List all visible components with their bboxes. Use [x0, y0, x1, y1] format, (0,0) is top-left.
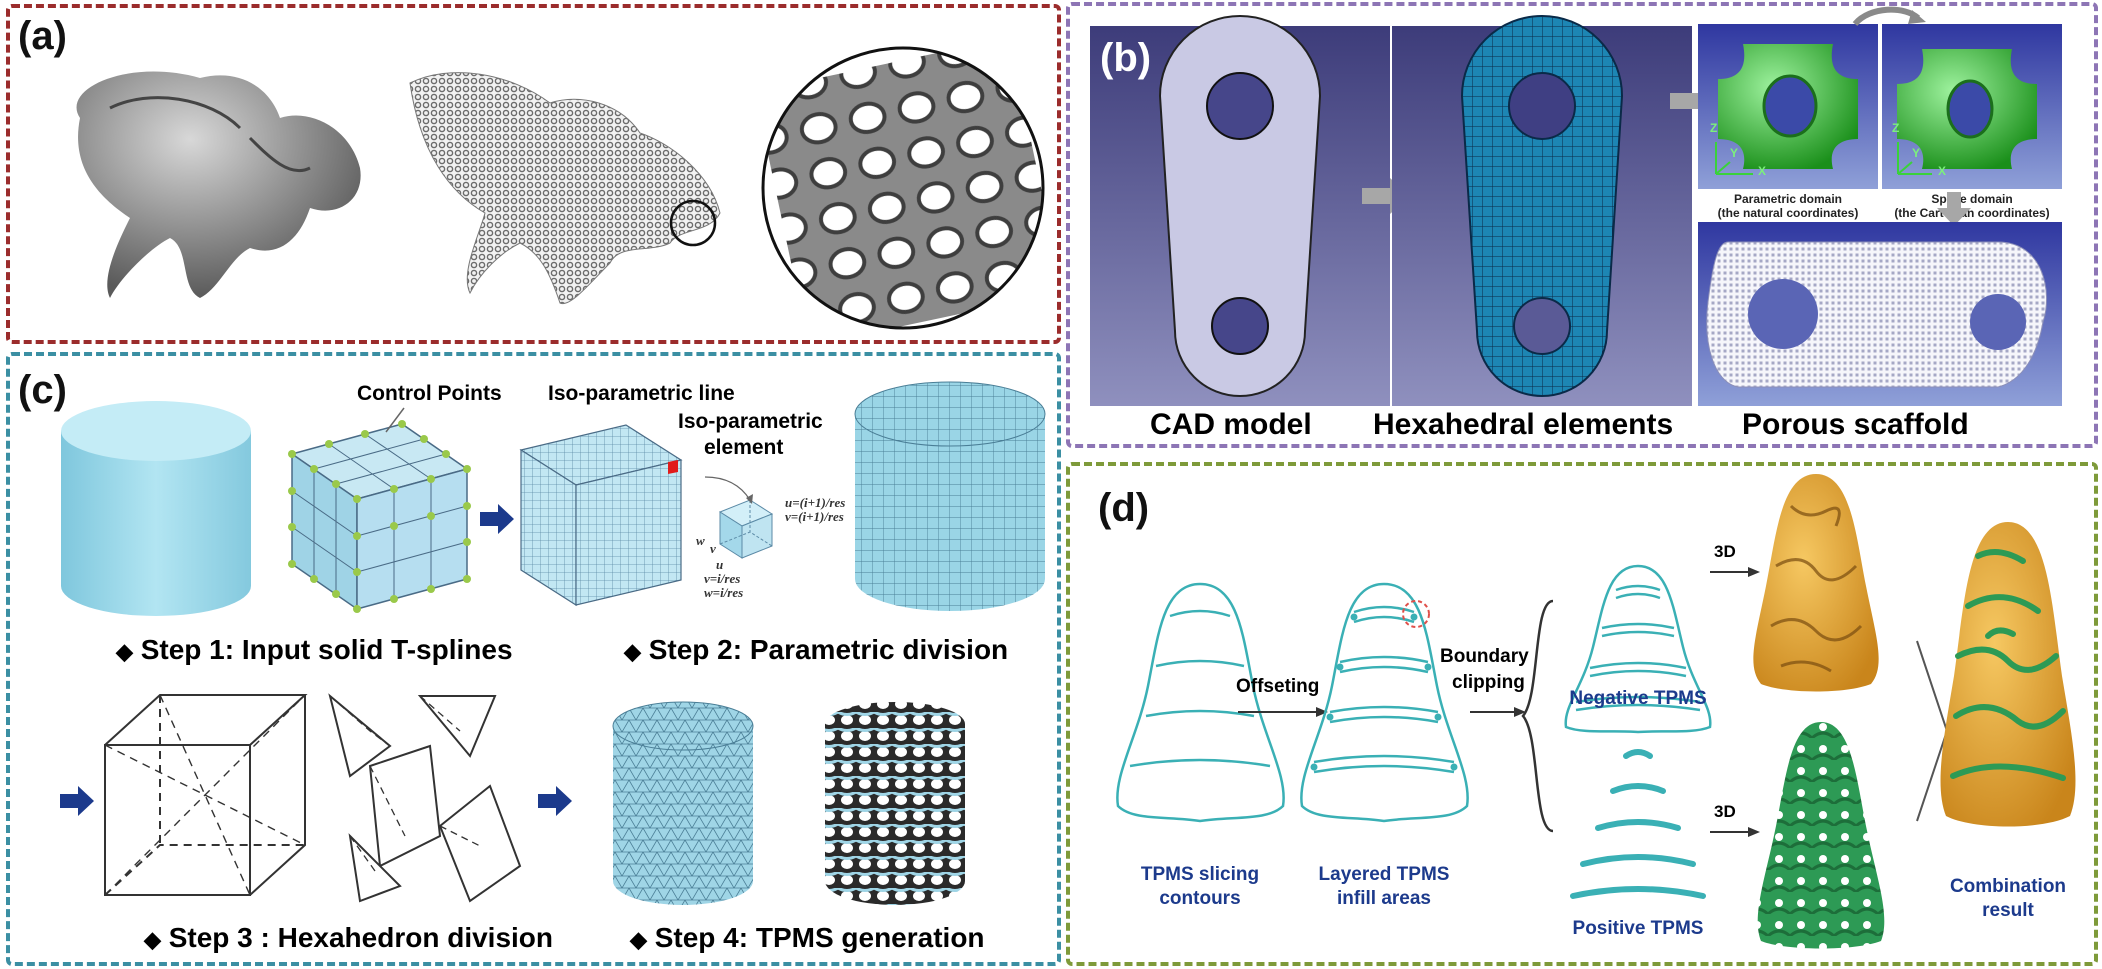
- iso-parametric-element-label-2: element: [704, 436, 784, 459]
- formula-v: v: [710, 541, 716, 556]
- space-axis-y: Y: [1912, 146, 1921, 160]
- arrow-right-icon: [1710, 567, 1760, 577]
- negative-tpms-3d-image: [1753, 474, 1879, 692]
- formula-w: w: [696, 533, 705, 548]
- arrow-right-icon: [1470, 707, 1526, 717]
- param-domain-sub: (the natural coordinates): [1717, 206, 1859, 220]
- combination-label: Combination: [1949, 876, 2067, 897]
- formula-v-top: v=(i+1)/res: [785, 509, 844, 524]
- param-axis-y: Y: [1730, 146, 1739, 160]
- control-points-label: Control Points: [357, 382, 502, 405]
- layered-label-2: infill areas: [1337, 888, 1431, 909]
- param-axis-x: X: [1758, 164, 1767, 178]
- tetrahedral-cylinder-image: [612, 701, 754, 905]
- caption-hexahedral: Hexahedral elements: [1373, 408, 1674, 441]
- arrow-down-icon: [1937, 192, 1971, 226]
- curved-arrow-icon: [1852, 6, 1926, 27]
- brace-icon: [1521, 599, 1554, 833]
- space-domain-sub: (the Cartesian coordinates): [1894, 206, 2050, 220]
- iso-parametric-element-label: Iso-parametric: [678, 410, 823, 433]
- space-domain-image: [1882, 24, 2062, 189]
- layered-label: Layered TPMS: [1318, 864, 1450, 885]
- formula-u-top: u=(i+1)/res: [785, 495, 846, 510]
- hexahedron-cube-image: [104, 694, 308, 896]
- panel-a-label: (a): [18, 14, 67, 58]
- lattice-zoom-image: [761, 46, 1045, 330]
- panel-b-label: (b): [1100, 36, 1152, 80]
- vertebra-solid-image: [76, 71, 361, 298]
- three-d-label-top: 3D: [1714, 542, 1736, 561]
- param-domain-title: Parametric domain: [1733, 192, 1843, 206]
- combination-label-2: result: [1982, 900, 2034, 921]
- step-2-label: ◆ Step 2: Parametric division: [624, 634, 1009, 665]
- clipping-label: clipping: [1452, 672, 1525, 693]
- step-4-label: ◆ Step 4: TPMS generation: [630, 922, 985, 953]
- tetrahedra-pieces-image: [328, 693, 522, 903]
- panel-d-label: (d): [1098, 486, 1150, 530]
- step-1-label: ◆ Step 1: Input solid T-splines: [116, 634, 513, 665]
- panel-d: (d) Offseting Boundary clipping Neg: [1066, 462, 2098, 966]
- boundary-label: Boundary: [1440, 646, 1529, 667]
- tpms-slicing-contours-image: [1116, 582, 1285, 823]
- arrow-right-icon: [1238, 707, 1328, 717]
- bullet-icon: ◆: [630, 927, 647, 952]
- combination-result-image: [1940, 522, 2076, 827]
- parametric-domain-image: [1698, 24, 1878, 189]
- vertebra-lattice-image: [409, 72, 721, 305]
- caption-cad-model: CAD model: [1150, 408, 1312, 441]
- bullet-icon: ◆: [624, 639, 641, 664]
- positive-tpms-3d-image: [1757, 722, 1885, 949]
- space-axis-z: Z: [1892, 121, 1900, 135]
- bullet-icon: ◆: [116, 639, 133, 664]
- meshed-cylinder-image: [854, 381, 1046, 611]
- hexahedral-mesh-image: [1392, 15, 1692, 406]
- space-domain-title: Space domain: [1931, 192, 2013, 206]
- arrow-right-icon: [480, 504, 514, 534]
- layered-infill-image: [1300, 582, 1469, 823]
- positive-tpms-label: Positive TPMS: [1572, 918, 1704, 939]
- step-3-label: ◆ Step 3 : Hexahedron division: [144, 922, 554, 953]
- formula-w-bot: w=i/res: [704, 585, 744, 600]
- element-cube-image: [718, 499, 774, 559]
- arrow-right-icon: [1710, 827, 1760, 837]
- panel-c-label: (c): [18, 368, 67, 412]
- iso-parametric-cube-image: [519, 424, 683, 607]
- solid-cylinder-image: [61, 401, 251, 616]
- negative-tpms-label: Negative TPMS: [1569, 688, 1707, 709]
- tpms-cylinder-image: [825, 702, 965, 905]
- negative-tpms-image: [1564, 564, 1712, 734]
- param-axis-z: Z: [1710, 121, 1718, 135]
- formula-u: u: [716, 557, 724, 572]
- bullet-icon: ◆: [144, 927, 161, 952]
- panel-b: (b) Z Y X Z Y X Parametric domain (the n…: [1066, 2, 2098, 448]
- panel-a: (a): [6, 4, 1061, 344]
- slicing-label-2: contours: [1159, 888, 1241, 909]
- three-d-label-bottom: 3D: [1714, 802, 1736, 821]
- slicing-label: TPMS slicing: [1140, 864, 1260, 885]
- arrow-right-icon: [538, 786, 572, 816]
- control-points-cube-image: [288, 420, 471, 613]
- arrow-right-icon: [60, 786, 94, 816]
- space-axis-x: X: [1938, 164, 1947, 178]
- cad-model-image: [1090, 15, 1390, 406]
- offseting-label: Offseting: [1236, 676, 1320, 697]
- control-points-leader: [385, 407, 405, 433]
- element-pointer-arrow: [704, 476, 753, 504]
- formula-v-bot: v=i/res: [704, 571, 741, 586]
- caption-porous-scaffold: Porous scaffold: [1742, 408, 1969, 441]
- panel-c: (c) Control Points: [6, 352, 1061, 966]
- porous-scaffold-image: [1698, 222, 2062, 406]
- iso-parametric-line-label: Iso-parametric line: [548, 382, 735, 405]
- positive-tpms-image: [1570, 749, 1706, 899]
